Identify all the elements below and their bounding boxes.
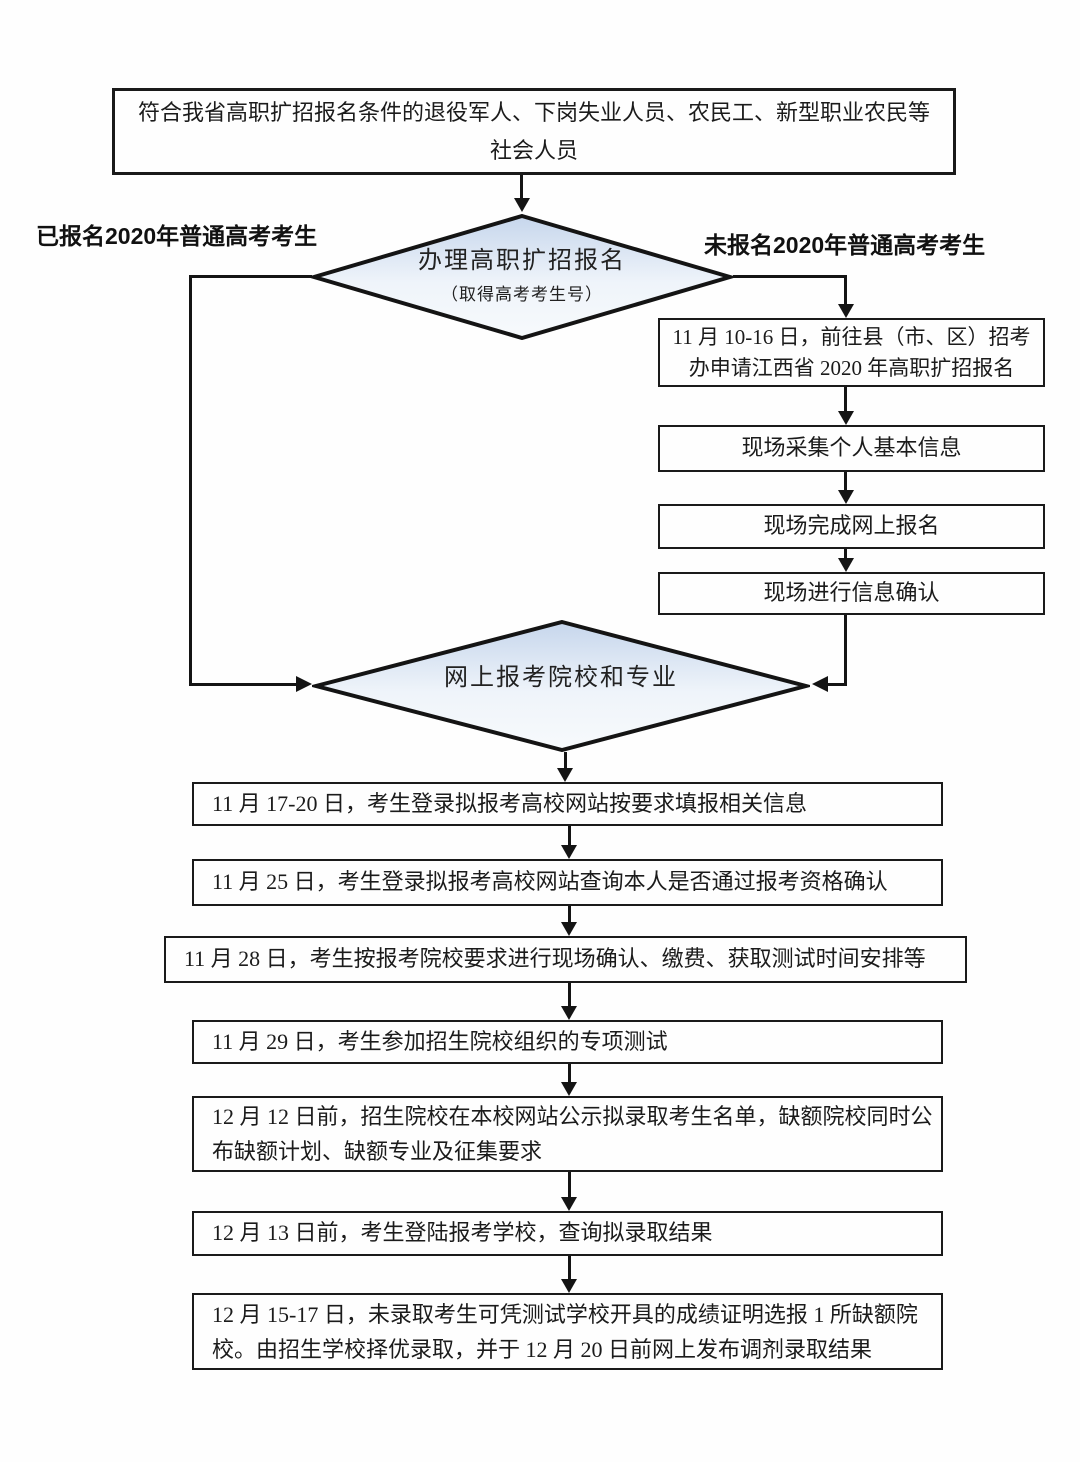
onsite-step-box: 现场进行信息确认	[658, 572, 1045, 615]
connector-line	[844, 549, 847, 558]
main-step-box: 11 月 17-20 日，考生登录拟报考高校网站按要求填报相关信息	[192, 782, 943, 826]
connector-line	[189, 275, 192, 686]
branch-label-unregistered: 未报名2020年普通高考考生	[704, 232, 986, 258]
arrow-left-icon	[812, 676, 828, 692]
onsite-step-box: 11 月 10-16 日，前往县（市、区）招考办申请江西省 2020 年高职扩招…	[658, 318, 1045, 387]
arrow-down-icon	[561, 922, 577, 936]
arrow-down-icon	[838, 304, 854, 318]
connector-line	[733, 275, 847, 278]
arrow-down-icon	[514, 198, 530, 212]
main-step-box: 11 月 25 日，考生登录拟报考高校网站查询本人是否通过报考资格确认	[192, 859, 943, 906]
connector-line	[189, 683, 296, 686]
connector-line	[828, 683, 846, 686]
connector-line	[568, 983, 571, 1006]
connector-line	[844, 275, 847, 306]
connector-line	[568, 906, 571, 922]
arrow-down-icon	[561, 1197, 577, 1211]
connector-line	[844, 387, 847, 411]
connector-line	[190, 275, 312, 278]
main-step-box: 12 月 13 日前，考生登陆报考学校，查询拟录取结果	[192, 1211, 943, 1256]
main-step-box: 11 月 29 日，考生参加招生院校组织的专项测试	[192, 1020, 943, 1064]
main-step-box: 11 月 28 日，考生按报考院校要求进行现场确认、缴费、获取测试时间安排等	[164, 936, 967, 983]
arrow-down-icon	[838, 558, 854, 572]
connector-line	[844, 615, 847, 686]
connector-line	[844, 472, 847, 490]
start-box: 符合我省高职扩招报名条件的退役军人、下岗失业人员、农民工、新型职业农民等社会人员	[112, 88, 956, 175]
arrow-down-icon	[561, 1279, 577, 1293]
onsite-step-box: 现场完成网上报名	[658, 504, 1045, 549]
main-step-box: 12 月 15-17 日，未录取考生可凭测试学校开具的成绩证明选报 1 所缺额院…	[192, 1293, 943, 1370]
arrow-down-icon	[561, 1006, 577, 1020]
arrow-down-icon	[561, 1082, 577, 1096]
arrow-down-icon	[838, 490, 854, 504]
arrow-down-icon	[557, 768, 573, 782]
branch-label-registered: 已报名2020年普通高考考生	[36, 223, 318, 249]
connector-line	[564, 752, 567, 768]
onsite-step-box: 现场采集个人基本信息	[658, 425, 1045, 472]
connector-line	[568, 1064, 571, 1082]
arrow-down-icon	[561, 845, 577, 859]
connector-line	[568, 826, 571, 845]
main-step-box: 12 月 12 日前，招生院校在本校网站公示拟录取考生名单，缺额院校同时公布缺额…	[192, 1096, 943, 1172]
connector-line	[568, 1256, 571, 1279]
connector-line	[520, 175, 523, 199]
arrow-right-icon	[296, 676, 312, 692]
connector-line	[568, 1172, 571, 1197]
decision2-diamond	[312, 620, 810, 752]
decision1-diamond	[310, 214, 734, 340]
arrow-down-icon	[838, 411, 854, 425]
